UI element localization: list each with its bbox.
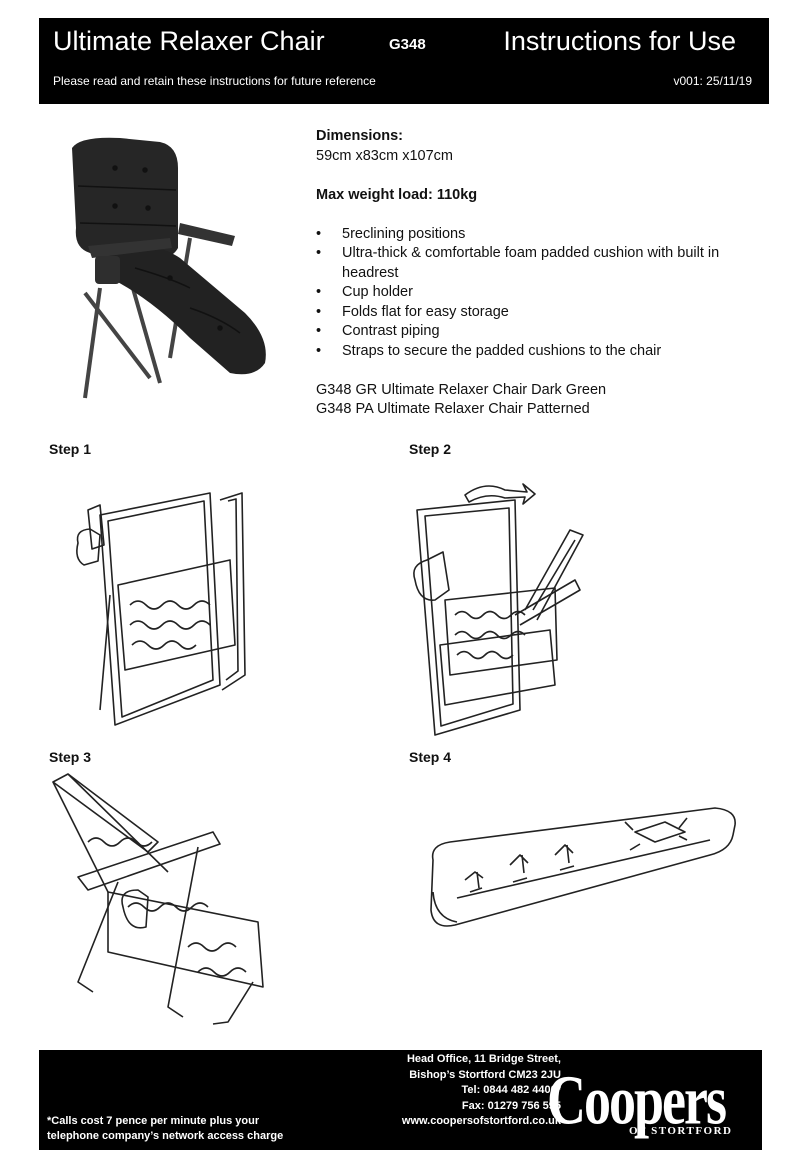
variant-line: G348 GR Ultimate Relaxer Chair Dark Gree… (316, 381, 607, 398)
feature-list: 5reclining positions Ultra-thick & comfo… (316, 225, 756, 362)
dimensions-label: Dimensions: (316, 128, 404, 144)
product-code: G348 (389, 36, 426, 53)
dimensions-value: 59cm x83cm x107cm (316, 147, 453, 164)
footer-bar: Head Office, 11 Bridge Street, Bishop’s … (39, 1050, 762, 1150)
header-subtitle: Please read and retain these instruction… (53, 74, 376, 88)
max-weight: Max weight load: 110kg (316, 186, 478, 203)
feature-item: Straps to secure the padded cushions to … (316, 342, 756, 362)
call-cost-note: *Calls cost 7 pence per minute plus your… (47, 1114, 283, 1144)
chair-photo (72, 137, 266, 399)
feature-item: 5reclining positions (316, 225, 756, 245)
step-1-label: Step 1 (49, 441, 92, 457)
address-line: Head Office, 11 Bridge Street, (406, 1053, 561, 1065)
instructions-heading: Instructions for Use (503, 26, 736, 56)
step-2-illustration (413, 483, 584, 736)
variant-line: G348 PA Ultimate Relaxer Chair Patterned (316, 401, 590, 417)
step-4-illustration (430, 807, 736, 927)
step-3-illustration (52, 773, 264, 1025)
address-line: Bishop’s Stortford CM23 2JU (409, 1068, 561, 1081)
note-line: *Calls cost 7 pence per minute plus your (47, 1115, 260, 1127)
feature-item: Cup holder (316, 283, 756, 303)
step-2-label: Step 2 (409, 441, 452, 457)
product-specs: Dimensions: 59cm x83cm x107cm Max weight… (316, 127, 756, 420)
phone-number: Tel: 0844 482 4400* (461, 1084, 561, 1096)
feature-item: Contrast piping (316, 322, 756, 342)
note-line: telephone company’s network access charg… (47, 1130, 284, 1142)
step-3-label: Step 3 (49, 749, 92, 765)
brand-logo-subtitle: OF STORTFORD (629, 1125, 733, 1137)
feature-item: Folds flat for easy storage (316, 303, 756, 323)
fax-number: Fax: 01279 756 595 (461, 1099, 561, 1112)
version-date: v001: 25/11/19 (673, 74, 752, 88)
header-bar: Ultimate Relaxer Chair G348 Instructions… (39, 18, 769, 104)
company-address: Head Office, 11 Bridge Street, Bishop’s … (329, 1052, 561, 1130)
feature-item: Ultra-thick & comfortable foam padded cu… (316, 244, 756, 283)
document-title: Ultimate Relaxer Chair (53, 26, 325, 56)
step-4-label: Step 4 (409, 749, 452, 765)
step-1-illustration (76, 492, 246, 726)
website-link[interactable]: www.coopersofstortford.co.uk (401, 1115, 561, 1127)
brand-logo: Coopers (547, 1061, 727, 1139)
